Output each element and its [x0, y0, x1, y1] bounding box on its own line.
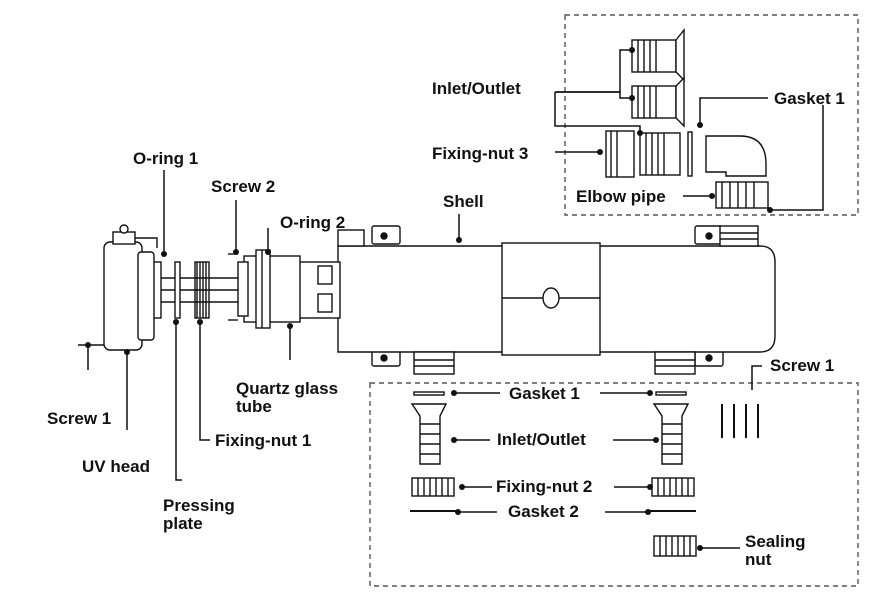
- label-fixing-nut-3: Fixing-nut 3: [432, 144, 529, 163]
- label-inlet-outlet-top: Inlet/Outlet: [432, 79, 521, 98]
- leader-dots: [85, 47, 773, 551]
- inlet-outlet-bottom: [410, 403, 690, 465]
- quartz-glass-tube: [237, 249, 301, 329]
- label-sealing-nut: Sealing nut: [745, 532, 806, 569]
- uv-head: [78, 224, 158, 351]
- gasket-1-bottom: [413, 391, 687, 396]
- leader-lines: [87, 49, 824, 549]
- inlet-outlet-top: [631, 28, 685, 176]
- top-parts-box: [564, 14, 859, 216]
- label-gasket-1-bottom: Gasket 1: [509, 384, 580, 403]
- fixing-nut-3: [605, 130, 635, 178]
- label-o-ring-2: O-ring 2: [280, 213, 346, 232]
- gasket-1-top: [687, 131, 693, 177]
- label-screw-1-left: Screw 1: [47, 409, 112, 428]
- label-inlet-outlet-bottom: Inlet/Outlet: [497, 430, 586, 449]
- lamp-connector: [295, 261, 341, 319]
- fixing-nut-2: [411, 477, 695, 497]
- label-o-ring-1: O-ring 1: [133, 149, 199, 168]
- label-gasket-2: Gasket 2: [508, 502, 579, 521]
- bottom-parts-box: [369, 382, 859, 587]
- elbow-pipe: [705, 135, 769, 209]
- label-uv-head: UV head: [82, 457, 151, 476]
- label-elbow-pipe: Elbow pipe: [576, 187, 666, 206]
- sealing-nut: [653, 535, 697, 557]
- label-screw-2: Screw 2: [211, 177, 276, 196]
- label-shell: Shell: [443, 192, 484, 211]
- screw-2: [228, 253, 238, 321]
- label-fixing-nut-2: Fixing-nut 2: [496, 477, 593, 496]
- label-screw-1-right: Screw 1: [770, 356, 835, 375]
- label-quartz-glass-tube: Quartz glass tube: [236, 379, 339, 416]
- label-fixing-nut-1: Fixing-nut 1: [215, 431, 312, 450]
- label-gasket-1-top: Gasket 1: [774, 89, 845, 108]
- screw-1-set: [721, 404, 759, 438]
- shell: [337, 225, 776, 375]
- label-pressing-plate: Pressing plate: [163, 496, 235, 533]
